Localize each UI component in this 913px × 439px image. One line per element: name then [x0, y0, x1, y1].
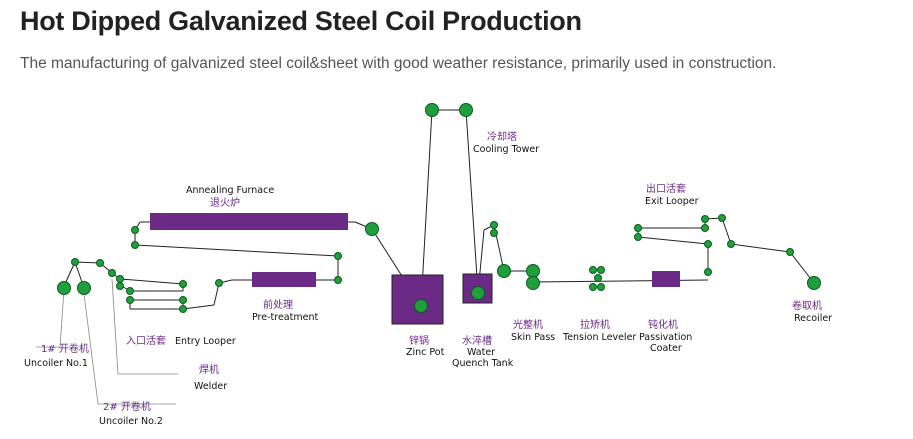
leader-lines — [36, 278, 178, 405]
skin-pass-label-zh: 光整机 — [513, 318, 543, 331]
quench-exit-roller — [497, 264, 511, 278]
entry-looper-label-zh: 入口活套 — [126, 334, 166, 347]
uncoiler2-label-en: Uncoiler No.2 — [99, 416, 163, 427]
entry-looper-label-en: Entry Looper — [175, 336, 236, 347]
cooling-tower-roller-left — [425, 103, 439, 117]
skin-pass-label-en: Skin Pass — [511, 332, 555, 343]
cooling-tower-roller-right — [459, 103, 473, 117]
welder-label-en: Welder — [194, 381, 227, 392]
tension-leveler-label-zh: 拉矫机 — [580, 318, 610, 331]
zinc-pot-label-en: Zinc Pot — [406, 347, 445, 358]
zinc-pot-sink-roller — [414, 299, 428, 313]
uncoiler-1-roller — [57, 281, 71, 295]
passivation-label-zh: 钝化机 — [648, 318, 678, 331]
page-title: Hot Dipped Galvanized Steel Coil Product… — [20, 6, 582, 36]
exit-looper-label-en: Exit Looper — [645, 196, 699, 207]
uncoiler1-label-en: Uncoiler No.1 — [24, 358, 88, 369]
uncoiler1-label-zh: 1# 开卷机 — [41, 342, 89, 355]
recoiler-label-en: Recoiler — [794, 313, 832, 324]
passivation-label-en-2: Coater — [650, 343, 682, 354]
tension-leveler-label-en: Tension Leveler — [562, 332, 636, 343]
annealing-furnace — [150, 213, 348, 230]
furnace-label-en: Annealing Furnace — [186, 185, 274, 196]
recoiler-roller — [807, 276, 821, 290]
zinc-pot-label-zh: 锌锅 — [409, 334, 429, 347]
quench-label-zh: 水淬槽 — [462, 334, 492, 347]
uncoiler-2-roller — [77, 281, 91, 295]
recoiler-label-zh: 卷取机 — [792, 299, 822, 312]
skin-pass-roller-top — [526, 264, 540, 278]
zinc-pot — [391, 274, 444, 325]
pretreatment-label-zh: 前处理 — [263, 298, 293, 311]
cooling-tower-label-zh: 冷却塔 — [487, 130, 517, 143]
furnace-exit-roller — [365, 222, 379, 236]
skin-pass-roller-bottom — [526, 276, 540, 290]
pre-treatment-tank — [252, 272, 316, 287]
exit-looper-label-zh: 出口活套 — [646, 182, 686, 195]
labels: 1# 开卷机 Uncoiler No.1 2# 开卷机 Uncoiler No.… — [24, 130, 832, 427]
cooling-tower-label-en: Cooling Tower — [473, 144, 539, 155]
quench-label-en-1: Water — [467, 347, 495, 358]
page-subtitle: The manufacturing of galvanized steel co… — [20, 55, 777, 72]
welder-label-zh: 焊机 — [199, 363, 219, 376]
passivation-coater — [652, 271, 680, 287]
quench-roller — [471, 286, 485, 300]
quench-label-en-2: Quench Tank — [452, 358, 514, 369]
uncoiler2-label-zh: 2# 开卷机 — [103, 400, 151, 413]
furnace-label-zh: 退火炉 — [210, 197, 240, 209]
rollers — [57, 103, 821, 313]
passivation-label-en-1: Passivation — [639, 332, 692, 343]
pretreatment-label-en: Pre-treatment — [252, 312, 318, 323]
